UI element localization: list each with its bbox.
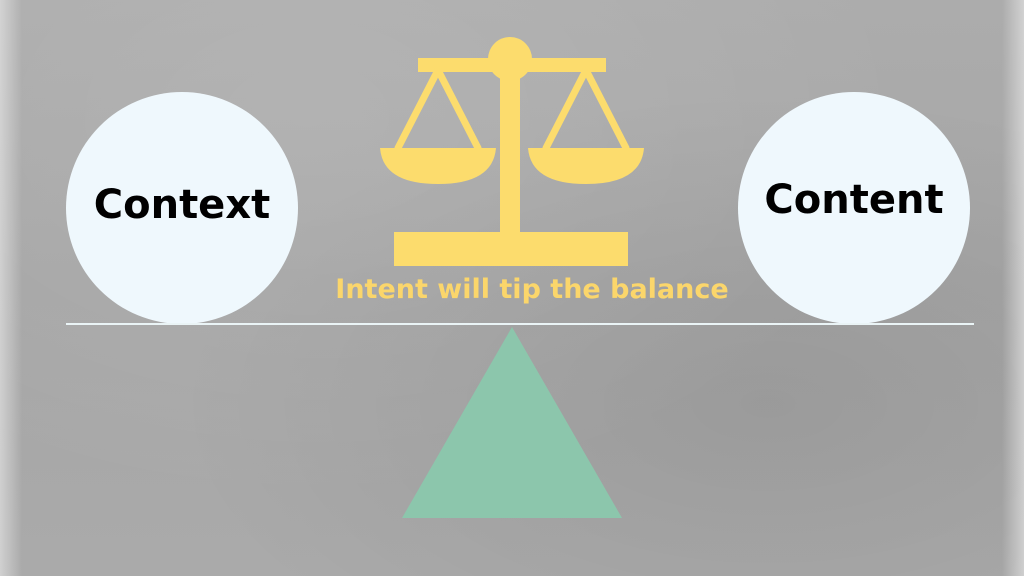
content-label: Content	[764, 177, 944, 223]
content-circle: Content	[738, 92, 970, 324]
triangle-fulcrum	[400, 327, 624, 523]
context-circle: Context	[66, 92, 298, 324]
balance-scale-icon	[376, 34, 648, 274]
left-torn-edge	[0, 0, 22, 576]
right-torn-edge	[1002, 0, 1024, 576]
context-label: Context	[93, 182, 271, 228]
caption-text: Intent will tip the balance	[335, 274, 729, 305]
balance-beam	[66, 323, 974, 325]
